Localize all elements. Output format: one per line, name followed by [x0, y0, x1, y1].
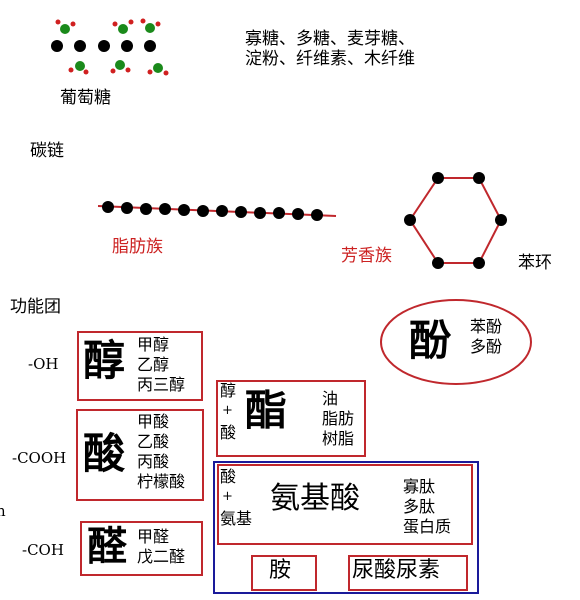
- acid-item-3: 丙酸: [137, 452, 170, 471]
- amino-acid-box: [217, 464, 473, 545]
- amine-box: [251, 555, 317, 591]
- aldehyde-box: [80, 521, 203, 576]
- benzene-ring-icon: [404, 172, 507, 269]
- ester-big: 酯: [245, 386, 288, 435]
- carbon-chain-label: 碳链: [30, 141, 64, 161]
- aromatic-label: 芳香族: [341, 246, 392, 266]
- glucose-molecule-icon: [51, 18, 169, 76]
- amino-item-1: 寡肽: [403, 477, 436, 496]
- aldehyde-big: 醛: [87, 523, 127, 570]
- phenol-big: 酚: [409, 316, 452, 365]
- alcohol-big: 醇: [83, 336, 126, 385]
- amino-item-3: 蛋白质: [403, 517, 452, 536]
- amino-left-2: +: [222, 489, 233, 504]
- aliphatic-chain-icon: [97, 201, 337, 221]
- aldehyde-item-2: 戊二醛: [137, 547, 186, 566]
- amine-label: 胺: [269, 558, 292, 583]
- alcohol-box: [77, 331, 203, 401]
- benzene-label: 苯环: [518, 253, 552, 273]
- acid-item-4: 柠檬酸: [137, 472, 186, 491]
- amino-left-1: 酸: [220, 467, 237, 486]
- alcohol-item-2: 乙醇: [137, 355, 170, 374]
- acid-box: [76, 409, 204, 501]
- ester-left-2: +: [222, 403, 233, 418]
- acid-group: -COOH: [12, 449, 67, 467]
- amino-acid-big: 氨基酸: [270, 481, 360, 516]
- alcohol-item-3: 丙三醇: [137, 375, 186, 394]
- ester-item-3: 树脂: [322, 429, 355, 448]
- functional-groups-label: 功能团: [10, 297, 61, 317]
- sugars-line-2: 淀粉、纤维素、木纤维: [245, 49, 415, 69]
- phenol-item-2: 多酚: [470, 337, 503, 356]
- urea-box: [348, 555, 468, 591]
- ester-item-1: 油: [322, 389, 339, 408]
- phenol-item-1: 苯酚: [470, 317, 503, 336]
- nitrogen-group-box: [213, 461, 479, 594]
- acid-big: 酸: [83, 429, 126, 478]
- urea-label: 尿酸尿素: [352, 558, 441, 583]
- ester-left-3: 酸: [220, 423, 237, 442]
- glucose-label: 葡萄糖: [60, 88, 111, 108]
- alcohol-group: -OH: [28, 355, 59, 373]
- acid-item-1: 甲酸: [137, 412, 170, 431]
- phenol-ellipse: [380, 299, 532, 385]
- amino-left-3: 氨基: [220, 509, 253, 528]
- aldehyde-group: -COH: [22, 541, 64, 559]
- ester-item-2: 脂肪: [322, 409, 355, 428]
- aliphatic-label: 脂肪族: [112, 237, 163, 257]
- ester-left-1: 醇: [220, 381, 237, 400]
- ester-box: [216, 380, 366, 457]
- amino-item-2: 多肽: [403, 497, 436, 516]
- edge-mark: n: [0, 502, 6, 520]
- aldehyde-item-1: 甲醛: [137, 527, 170, 546]
- sugars-line-1: 寡糖、多糖、麦芽糖、: [245, 29, 415, 49]
- acid-item-2: 乙酸: [137, 432, 170, 451]
- alcohol-item-1: 甲醇: [137, 335, 170, 354]
